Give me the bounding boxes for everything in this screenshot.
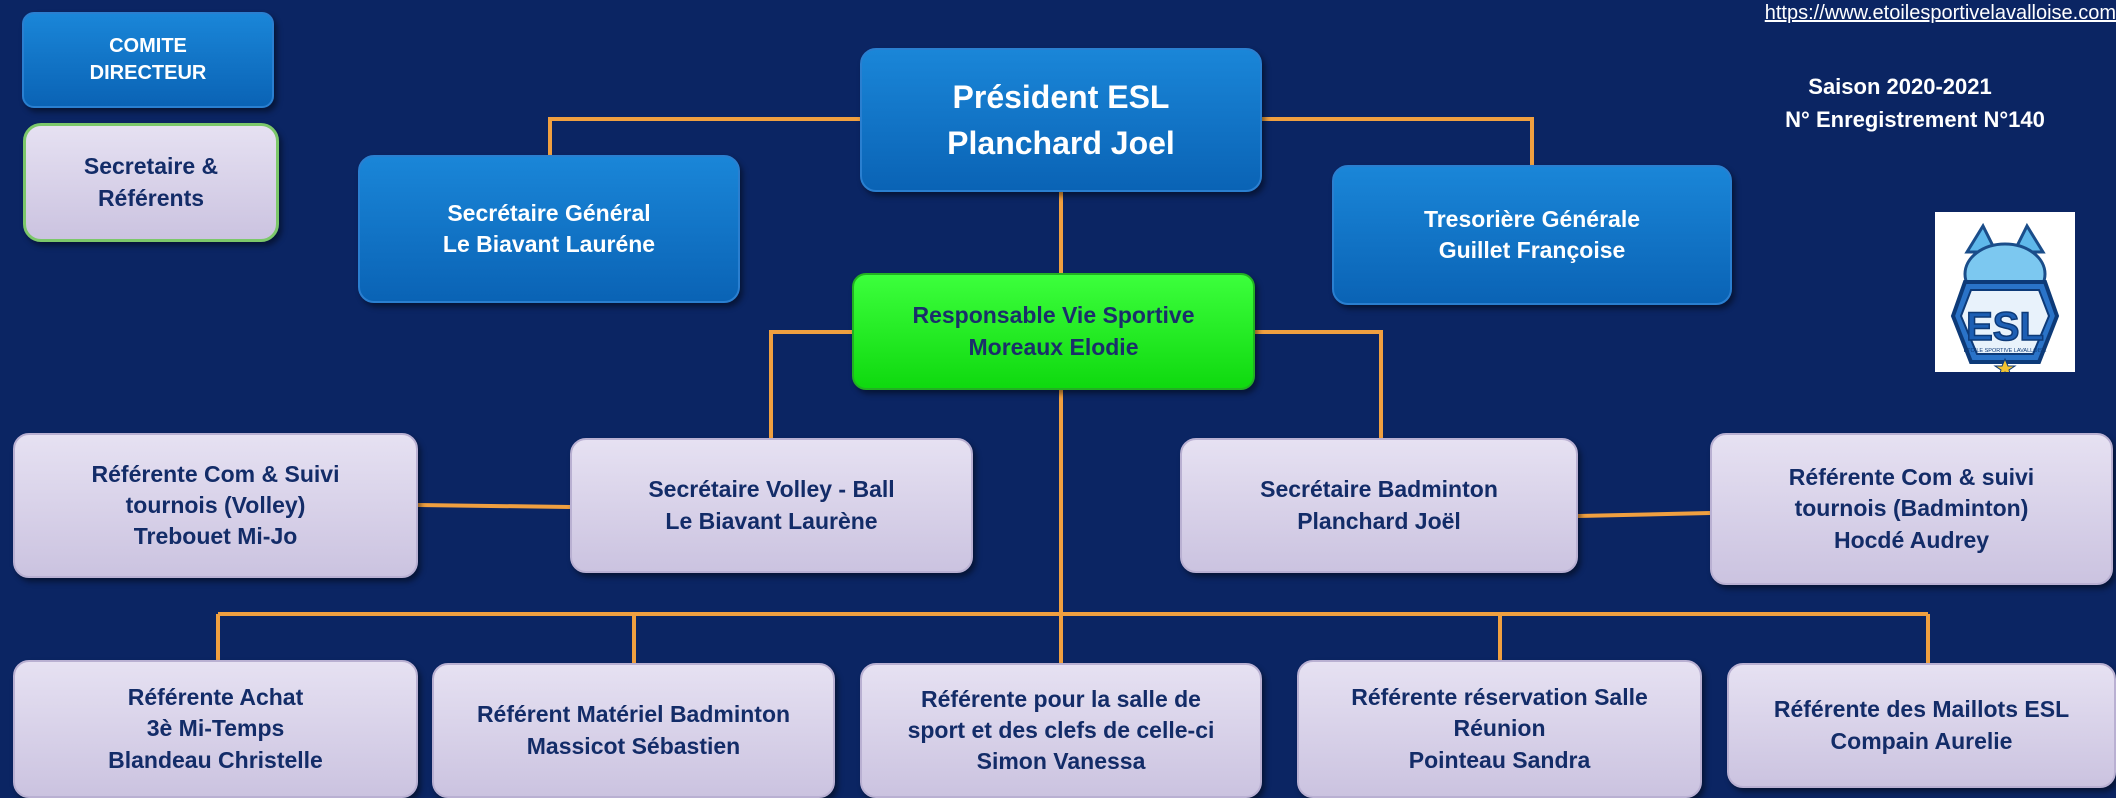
season-info: Saison 2020-2021 N° Enregistrement N°140 (1750, 70, 2080, 136)
node-referente-maillots: Référente des Maillots ESL Compain Aurel… (1727, 663, 2116, 788)
legend-comite-directeur: COMITE DIRECTEUR (22, 12, 274, 108)
node-president: Président ESL Planchard Joel (860, 48, 1262, 192)
secretaire-general-title: Secrétaire Général (447, 199, 651, 226)
node-responsable-vie-sportive: Responsable Vie Sportive Moreaux Elodie (852, 273, 1255, 390)
legend-secretaire-line-1: Secretaire & (83, 153, 219, 180)
node-referent-materiel: Référent Matériel Badminton Massicot Séb… (432, 663, 835, 798)
responsable-name: Moreaux Elodie (968, 333, 1139, 360)
referente-achat-line-2: 3è Mi-Temps (146, 715, 285, 742)
season-label: Saison 2020-2021 (1808, 74, 1992, 99)
secretaire-volley-title: Secrétaire Volley - Ball (648, 476, 895, 503)
secretaire-badminton-name: Planchard Joël (1297, 507, 1461, 534)
node-referente-com-volley: Référente Com & Suivi tournois (Volley) … (13, 433, 418, 578)
node-secretaire-general: Secrétaire Général Le Biavant Lauréne (358, 155, 740, 303)
connector-responsable-badminton (1255, 330, 1383, 438)
president-name: Planchard Joel (947, 125, 1175, 161)
node-referente-reservation: Référente réservation Salle Réunion Poin… (1297, 660, 1702, 798)
legend-comite-line-1: COMITE (109, 35, 187, 57)
referente-com-volley-name: Trebouet Mi-Jo (133, 523, 298, 550)
president-title: Président ESL (952, 78, 1170, 115)
connector-president-tresoriere (1262, 117, 1534, 165)
logo-text: ESL (1966, 305, 2044, 349)
node-referente-com-badminton: Référente Com & suivi tournois (Badminto… (1710, 433, 2113, 585)
esl-logo: ESL ETOILE SPORTIVE LAVALLOISE (1935, 212, 2075, 378)
referente-salle-name: Simon Vanessa (976, 748, 1146, 775)
referente-com-volley-line-2: tournois (Volley) (125, 491, 306, 518)
node-secretaire-badminton: Secrétaire Badminton Planchard Joël (1180, 438, 1578, 573)
referente-com-volley-line-1: Référente Com & Suivi (91, 460, 340, 487)
referent-materiel-title: Référent Matériel Badminton (476, 701, 791, 728)
connector-volley-com (417, 503, 571, 509)
secretaire-general-name: Le Biavant Lauréne (442, 231, 656, 257)
referente-salle-line-2: sport et des clefs de celle-ci (907, 716, 1215, 743)
referente-achat-line-1: Référente Achat (127, 684, 304, 711)
node-referente-salle: Référente pour la salle de sport et des … (860, 663, 1262, 798)
node-referente-achat: Référente Achat 3è Mi-Temps Blandeau Chr… (13, 660, 418, 798)
referente-com-badminton-line-1: Référente Com & suivi (1788, 464, 2035, 491)
node-secretaire-volley: Secrétaire Volley - Ball Le Biavant Laur… (570, 438, 973, 573)
referente-com-badminton-name: Hocdé Audrey (1833, 526, 1990, 553)
legend-comite-line-2: DIRECTEUR (89, 62, 207, 84)
responsable-title: Responsable Vie Sportive (912, 302, 1195, 329)
connector-badminton-com (1577, 511, 1711, 518)
legend-secretaire-referents: Secretaire & Référents (23, 123, 279, 242)
referente-com-badminton-line-2: tournois (Badminton) (1794, 495, 2029, 522)
referente-reservation-name: Pointeau Sandra (1408, 746, 1591, 773)
referente-reservation-line-1: Référente réservation Salle (1351, 684, 1648, 711)
tresoriere-name: Guillet Françoise (1438, 237, 1626, 263)
legend-secretaire-line-2: Référents (97, 184, 205, 211)
secretaire-volley-name: Le Biavant Laurène (665, 507, 878, 534)
secretaire-badminton-title: Secrétaire Badminton (1260, 476, 1498, 503)
connector-president-secretaire-general (548, 117, 860, 155)
referente-maillots-name: Compain Aurelie (1830, 727, 2013, 754)
node-tresoriere: Tresorière Générale Guillet Françoise (1332, 165, 1732, 305)
website-link[interactable]: https://www.etoilesportivelavalloise.com (1764, 2, 2116, 24)
connector-responsable-volley (769, 330, 852, 438)
referente-maillots-title: Référente des Maillots ESL (1773, 696, 2070, 723)
referente-salle-line-1: Référente pour la salle de (921, 685, 1201, 712)
referente-achat-name: Blandeau Christelle (108, 746, 323, 773)
registration-label: N° Enregistrement N°140 (1785, 107, 2045, 132)
esl-logo-graphic: ESL ETOILE SPORTIVE LAVALLOISE (1950, 222, 2060, 378)
logo-subtitle: ETOILE SPORTIVE LAVALLOISE (1964, 348, 2047, 354)
referent-materiel-name: Massicot Sébastien (526, 732, 741, 759)
tresoriere-title: Tresorière Générale (1423, 205, 1641, 232)
referente-reservation-line-2: Réunion (1453, 715, 1546, 742)
